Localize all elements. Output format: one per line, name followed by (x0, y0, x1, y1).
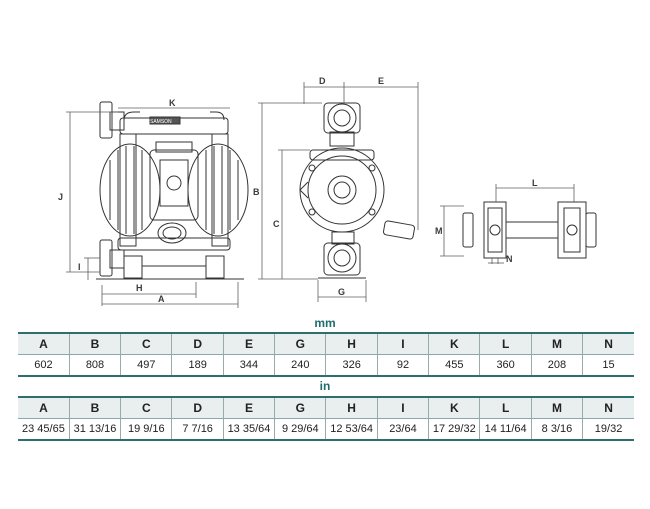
brand-plate-text: SAMSON (150, 119, 172, 125)
dim-label-a: A (158, 294, 165, 304)
value-cell: 497 (120, 354, 172, 377)
value-cell: 326 (325, 354, 378, 377)
dim-label-d: D (319, 76, 326, 86)
value-cell: 17 29/32 (428, 418, 480, 441)
header-cell: D (171, 332, 224, 355)
value-cell: 23 45/65 (18, 418, 70, 441)
value-cell: 9 29/64 (274, 418, 326, 441)
header-cell: B (68, 332, 121, 355)
header-cell: M (530, 332, 583, 355)
table-header-row: A B C D E G H I K L M N (18, 396, 634, 419)
side-view (299, 102, 416, 279)
header-cell: H (325, 396, 378, 419)
mm-dimension-table: A B C D E G H I K L M N 602 808 497 189 … (18, 332, 634, 377)
value-cell: 19 9/16 (120, 418, 172, 441)
header-cell: A (18, 396, 70, 419)
header-cell: K (428, 332, 480, 355)
header-cell: C (120, 396, 172, 419)
header-cell: N (582, 396, 634, 419)
value-cell: 7 7/16 (171, 418, 224, 441)
header-cell: D (171, 396, 224, 419)
header-cell: M (530, 396, 583, 419)
dim-label-h: H (136, 283, 143, 293)
value-cell: 15 (582, 354, 634, 377)
header-cell: B (68, 396, 121, 419)
value-cell: 344 (222, 354, 275, 377)
dim-label-b: B (253, 187, 260, 197)
dim-label-c: C (273, 219, 280, 229)
header-cell: G (274, 332, 326, 355)
value-cell: 31 13/16 (68, 418, 121, 441)
value-cell: 240 (274, 354, 326, 377)
top-view (462, 201, 597, 259)
dim-label-e: E (378, 76, 384, 86)
table-row: 602 808 497 189 344 240 326 92 455 360 2… (18, 354, 634, 377)
table-row: 23 45/65 31 13/16 19 9/16 7 7/16 13 35/6… (18, 418, 634, 441)
value-cell: 92 (376, 354, 429, 377)
front-view (96, 101, 249, 280)
header-cell: E (222, 396, 275, 419)
header-cell: C (120, 332, 172, 355)
value-cell: 12 53/64 (325, 418, 378, 441)
dim-label-j: J (58, 192, 63, 202)
header-cell: L (479, 396, 532, 419)
header-cell: E (222, 332, 275, 355)
value-cell: 14 11/64 (479, 418, 532, 441)
value-cell: 189 (171, 354, 224, 377)
in-unit-label: in (319, 379, 331, 393)
value-cell: 23/64 (376, 418, 429, 441)
mm-unit-label: mm (314, 316, 336, 330)
dim-label-n: N (506, 254, 513, 264)
header-cell: G (274, 396, 326, 419)
header-cell: H (325, 332, 378, 355)
header-cell: N (582, 332, 634, 355)
pump-dimension-drawing: J I H A K D E B C G L M N SAMSON (58, 76, 597, 308)
header-cell: I (376, 396, 429, 419)
table-header-row: A B C D E G H I K L M N (18, 332, 634, 355)
value-cell: 8 3/16 (530, 418, 583, 441)
header-cell: I (376, 332, 429, 355)
dim-label-i: I (78, 262, 81, 272)
value-cell: 13 35/64 (222, 418, 275, 441)
value-cell: 602 (18, 354, 70, 377)
header-cell: A (18, 332, 70, 355)
value-cell: 808 (68, 354, 121, 377)
dim-label-k: K (169, 98, 176, 108)
in-dimension-table: A B C D E G H I K L M N 23 45/65 31 13/1… (18, 396, 634, 441)
dim-label-g: G (338, 287, 345, 297)
dim-label-m: M (435, 226, 443, 236)
value-cell: 208 (530, 354, 583, 377)
value-cell: 360 (479, 354, 532, 377)
header-cell: L (479, 332, 532, 355)
header-cell: K (428, 396, 480, 419)
value-cell: 19/32 (582, 418, 634, 441)
dim-label-l: L (532, 178, 538, 188)
value-cell: 455 (428, 354, 480, 377)
